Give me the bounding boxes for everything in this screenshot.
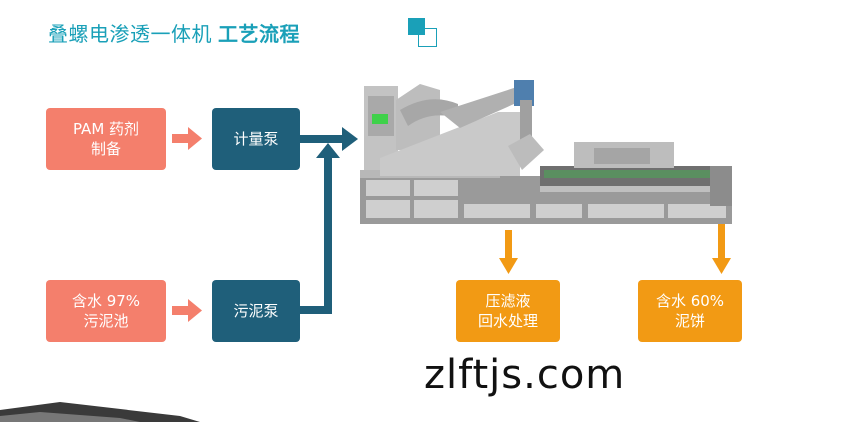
line-metering-to-machine	[300, 127, 358, 151]
line-sludge-to-machine	[300, 143, 340, 314]
decorative-corner	[0, 402, 200, 422]
filtrate-label: 压滤液 回水处理	[477, 292, 538, 330]
sludge-pump-box: 污泥泵	[212, 280, 300, 342]
watermark-text: zlftjs.com	[424, 352, 626, 398]
pam-preparation-box: PAM 药剂 制备	[46, 108, 166, 170]
sludge-tank-box: 含水 97% 污泥池	[46, 280, 166, 342]
sludge-cake-box: 含水 60% 泥饼	[638, 280, 742, 342]
sludge-tank-label: 含水 97% 污泥池	[71, 292, 141, 330]
logo-icon	[408, 18, 438, 48]
filtrate-box: 压滤液 回水处理	[456, 280, 560, 342]
pam-label: PAM 药剂 制备	[72, 120, 140, 158]
arrow-cake-down	[712, 210, 731, 274]
metering-pump-box: 计量泵	[212, 108, 300, 170]
arrow-pam-to-pump	[172, 127, 202, 150]
title-bold: 工艺流程	[218, 22, 300, 46]
metering-pump-label: 计量泵	[233, 130, 279, 148]
sludge-pump-label: 污泥泵	[233, 302, 279, 320]
page-title: 叠螺电渗透一体机工艺流程	[48, 18, 300, 47]
title-main: 叠螺电渗透一体机	[48, 22, 212, 46]
arrow-sludge-to-pump	[172, 299, 202, 322]
sludge-cake-label: 含水 60% 泥饼	[655, 292, 725, 330]
arrow-filtrate-down	[499, 230, 518, 274]
